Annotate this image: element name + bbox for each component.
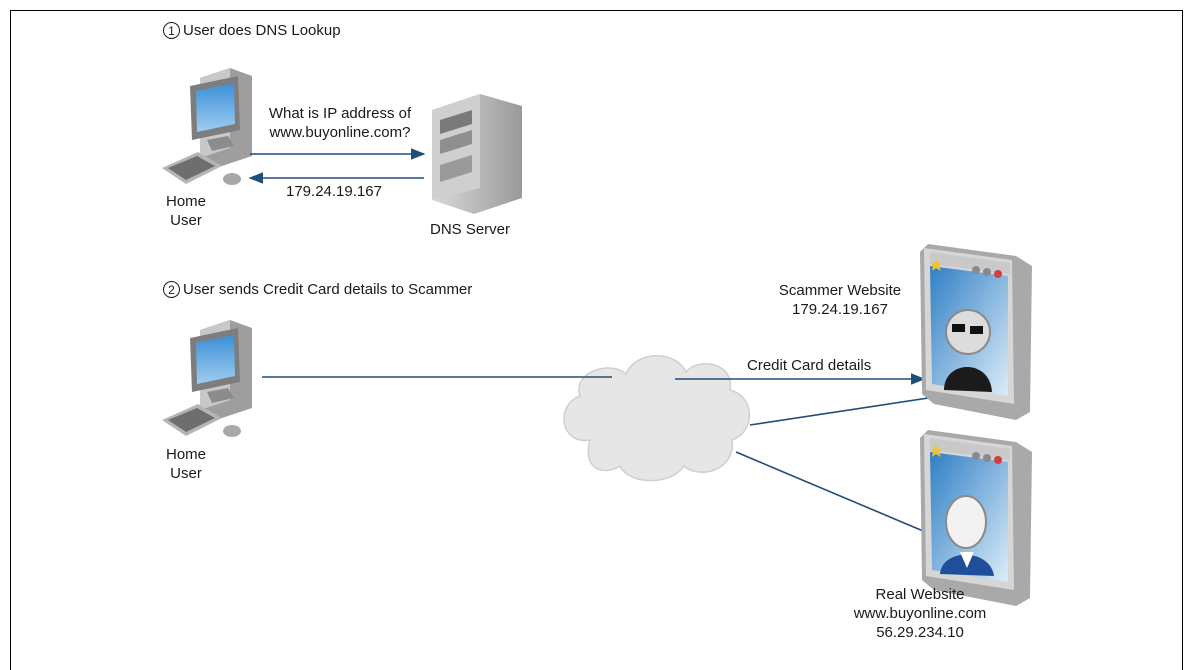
- home-user-1-line-2: User: [170, 212, 202, 229]
- home-user-1-label: Home User: [158, 192, 214, 230]
- dns-server-label: DNS Server: [430, 221, 511, 238]
- credit-card-label: Credit Card details: [747, 357, 872, 374]
- cloud-to-real-line: [735, 451, 936, 537]
- step-2-number: 2: [163, 281, 180, 298]
- step-1-number: 1: [163, 22, 180, 39]
- real-website-ip: 56.29.234.10: [876, 624, 964, 641]
- computer-icon-2: [162, 320, 252, 437]
- query-line-2: www.buyonline.com?: [269, 124, 411, 141]
- real-window-icon: [920, 430, 1032, 606]
- diagram-canvas: [162, 68, 1032, 606]
- home-user-2-line-2: User: [170, 465, 202, 482]
- scammer-window-icon: [920, 244, 1032, 420]
- computer-icon-1: [162, 68, 252, 185]
- diagram-frame: [10, 10, 1183, 670]
- real-website-label: Real Website www.buyonline.com 56.29.234…: [840, 585, 1000, 642]
- scammer-website-label: Scammer Website 179.24.19.167: [765, 281, 915, 319]
- step-1-heading: 1 User does DNS Lookup: [163, 22, 341, 39]
- home-user-1-line-1: Home: [165, 193, 206, 210]
- response-ip-label: 179.24.19.167: [286, 183, 382, 200]
- step-1-title: User does DNS Lookup: [183, 22, 341, 39]
- cloud-icon: [563, 355, 751, 482]
- scammer-website-ip: 179.24.19.167: [792, 301, 888, 318]
- home-user-2-line-1: Home: [165, 446, 206, 463]
- query-line-1: What is IP address of: [268, 105, 412, 122]
- scammer-website-title: Scammer Website: [778, 282, 902, 299]
- real-website-url: www.buyonline.com: [853, 605, 987, 622]
- step-2-heading: 2 User sends Credit Card details to Scam…: [163, 281, 472, 298]
- query-label: What is IP address of www.buyonline.com?: [255, 104, 425, 142]
- real-website-title: Real Website: [875, 586, 965, 603]
- server-icon: [432, 94, 522, 214]
- home-user-2-label: Home User: [158, 445, 214, 483]
- step-2-title: User sends Credit Card details to Scamme…: [183, 281, 473, 298]
